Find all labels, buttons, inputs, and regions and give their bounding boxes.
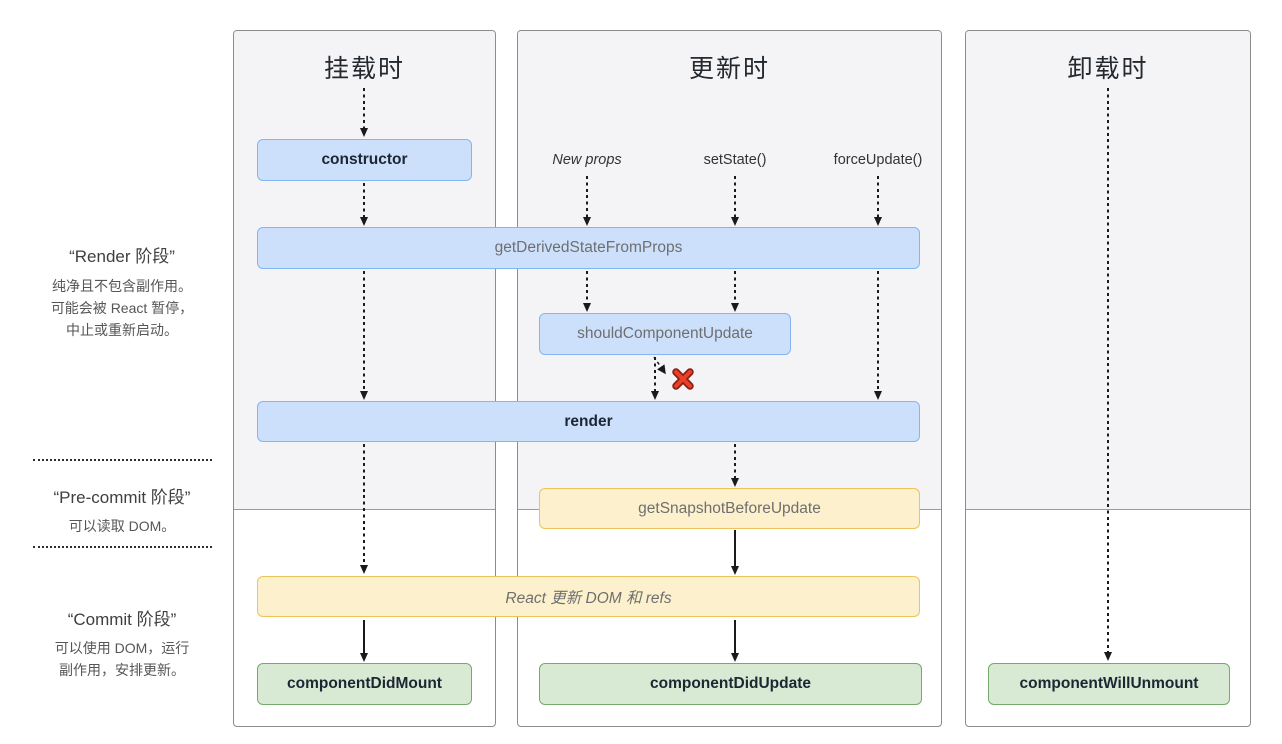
column-title-unmounting: 卸载时 [1067, 55, 1149, 83]
method-box-constructor[interactable]: constructor [257, 139, 472, 181]
arrow-newprops-to-getderived [582, 176, 592, 226]
arrow-forceupdate-to-getderived [873, 176, 883, 226]
phase-title-render: “Render 阶段” [69, 247, 175, 266]
method-box-componentdidupdate[interactable]: componentDidUpdate [539, 663, 922, 705]
arrow-constructor-to-getderived [359, 183, 369, 226]
phase-title-precommit: “Pre-commit 阶段” [53, 488, 191, 507]
phase-label-render: “Render 阶段” 纯净且不包含副作用。 可能会被 React 暂停， 中止… [14, 242, 230, 341]
phase-desc-line: 可以使用 DOM，运行 [54, 640, 190, 656]
phase-desc-line: 纯净且不包含副作用。 [52, 278, 192, 294]
arrow-mount-to-constructor [359, 88, 369, 137]
method-box-shouldcomponentupdate[interactable]: shouldComponentUpdate [539, 313, 791, 355]
phase-title-commit: “Commit 阶段” [67, 610, 177, 629]
method-box-componentwillunmount[interactable]: componentWillUnmount [988, 663, 1230, 705]
method-box-getderivedstatefromprops[interactable]: getDerivedStateFromProps [257, 227, 920, 269]
method-box-render[interactable]: render [257, 401, 920, 442]
trigger-setstate: setState() [703, 152, 767, 168]
phase-divider-bottom [33, 546, 212, 548]
method-box-getsnapshotbeforeupdate[interactable]: getSnapshotBeforeUpdate [539, 488, 920, 529]
arrow-reactupdates-to-didmount [359, 620, 369, 662]
arrow-render-to-reactupdates-mount [359, 444, 369, 574]
react-updates-dom-box: React 更新 DOM 和 refs [257, 576, 920, 617]
arrow-render-to-getsnapshot [730, 444, 740, 487]
arrow-unmount-to-willunmount [1103, 88, 1113, 661]
trigger-new-props: New props [552, 152, 622, 168]
arrow-getderived-to-render-mount [359, 271, 369, 400]
arrow-shouldupdate-to-render [650, 357, 660, 400]
method-box-componentdidmount[interactable]: componentDidMount [257, 663, 472, 705]
phase-desc-line: 副作用，安排更新。 [59, 662, 185, 678]
phase-label-precommit: “Pre-commit 阶段” 可以读取 DOM。 [14, 483, 230, 537]
abort-branch-icon [653, 356, 694, 390]
arrow-setstate-to-getderived [730, 176, 740, 226]
arrow-forceupdate-to-render [873, 271, 883, 400]
arrow-reactupdates-to-didupdate [730, 620, 740, 662]
phase-desc-line: 可以读取 DOM。 [68, 518, 176, 534]
phase-desc-line: 中止或重新启动。 [66, 322, 178, 338]
arrow-getderived-to-shouldupdate-right [730, 271, 740, 312]
arrow-getderived-to-shouldupdate-left [582, 271, 592, 312]
phase-desc-line: 可能会被 React 暂停， [50, 300, 194, 316]
column-title-updating: 更新时 [688, 55, 770, 83]
arrow-getsnapshot-to-reactupdates [730, 530, 740, 575]
cancel-x-icon [672, 368, 694, 390]
phase-divider-top [33, 459, 212, 461]
phase-label-commit: “Commit 阶段” 可以使用 DOM，运行 副作用，安排更新。 [14, 605, 230, 681]
trigger-forceupdate: forceUpdate() [833, 152, 923, 168]
column-title-mounting: 挂载时 [323, 55, 405, 83]
